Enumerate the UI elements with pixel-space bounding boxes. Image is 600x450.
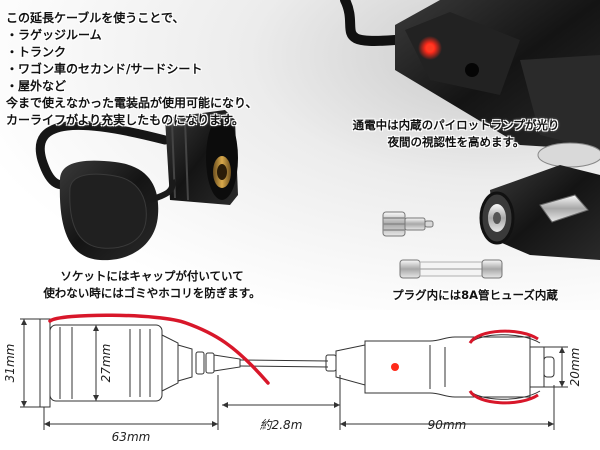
socket-outline [39,318,241,408]
dim-plug-height: 20mm [568,348,582,387]
dim-cable-length: 約2.8m [260,418,303,432]
plug-bottom-photo [479,165,600,260]
fuse-icon [399,259,503,279]
dim-socket-length: 63mm [112,430,151,444]
dim-socket-inner-height: 27mm [99,344,113,383]
pilot-lamp-caption: 通電中は内蔵のパイロットランプが光り 夜間の視認性を高めます。 [326,117,586,151]
intro-line: カーライフがより充実したものになります。 [6,113,244,127]
dim-socket-outer-height: 31mm [3,344,17,383]
fuse-caption: プラグ内には8A管ヒューズ内蔵 [360,287,590,304]
caption-line: 通電中は内蔵のパイロットランプが光り [352,118,560,132]
socket-photo [59,110,238,261]
red-cable-line [48,313,270,385]
plug-top-photo [395,0,600,168]
intro-text: この延長ケーブルを使うことで、 ・ラゲッジルーム ・トランク ・ワゴン車のセカン… [6,10,258,129]
dimension-diagram: 31mm 27mm 63mm 約2.8m 90mm 20mm [3,313,582,444]
intro-line: この延長ケーブルを使うことで、 [6,11,185,25]
plug-outline [325,334,555,400]
product-photo [0,0,600,310]
intro-item: ・トランク [6,45,67,59]
spring-tip-icon [382,211,434,237]
caption-line: ソケットにはキャップが付いていて [60,269,244,283]
intro-line: 今まで使えなかった電装品が使用可能になり、 [6,96,258,110]
intro-item: ・ラゲッジルーム [6,28,102,42]
dim-plug-length: 90mm [428,418,467,432]
caption-line: 夜間の視認性を高めます。 [387,135,525,149]
cable-outline [239,359,329,362]
pilot-lamp-marker-icon [391,363,399,371]
red-plug-highlight [468,329,539,405]
intro-item: ・ワゴン車のセカンド/サードシート [6,62,203,76]
socket-cap-caption: ソケットにはキャップが付いていて 使わない時にはゴミやホコリを防ぎます。 [2,268,302,302]
caption-line: プラグ内には8A管ヒューズ内蔵 [392,288,558,302]
intro-item: ・屋外など [6,79,67,93]
caption-line: 使わない時にはゴミやホコリを防ぎます。 [43,286,261,300]
